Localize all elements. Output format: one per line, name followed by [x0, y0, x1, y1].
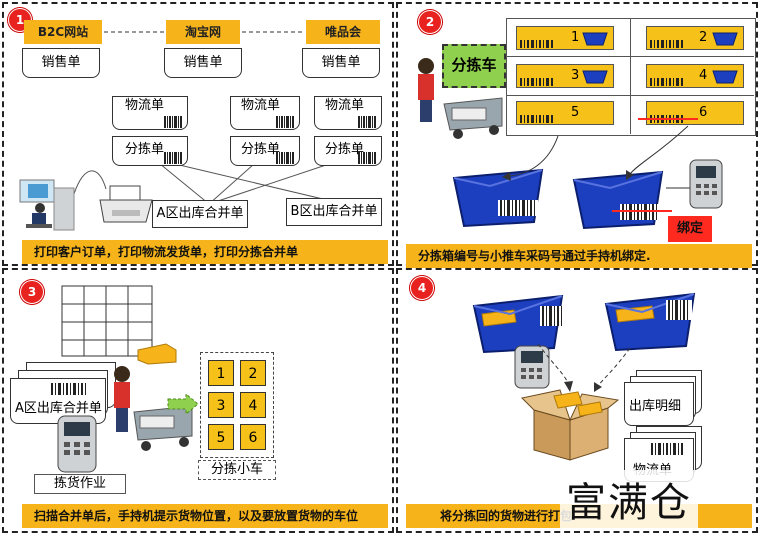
logistics-doc-3-label: 物流单 [325, 98, 365, 113]
handheld-scanner-icon [689, 159, 723, 209]
merge-doc-a: A区出库合并单 [152, 200, 248, 228]
bin-icon [582, 70, 608, 84]
step-badge-2: 2 [418, 10, 442, 34]
cart-cell-4: 4 [240, 392, 266, 418]
cart-cell-2: 2 [240, 360, 266, 386]
barcode-icon [620, 204, 660, 220]
outbound-detail-doc: 出库明细 [624, 382, 694, 426]
slot-number: 3 [571, 68, 580, 83]
outbound-detail-label: 出库明细 [629, 399, 682, 414]
sorting-cart-tag: 分拣车 [442, 44, 506, 88]
office-worker-icon [19, 179, 75, 231]
barcode-icon [666, 300, 692, 320]
cart-cell-1: 1 [208, 360, 234, 386]
bind-label: 绑定 [668, 216, 712, 242]
barcode-icon [520, 40, 553, 48]
barcode-icon [650, 40, 683, 48]
channel-vipshop: 唯品会 [306, 20, 380, 44]
cart-cell-5: 5 [208, 424, 234, 450]
slot-number: 2 [699, 30, 708, 45]
barcode-icon [358, 116, 376, 128]
sorting-doc-3-label: 分拣单 [325, 142, 365, 157]
scan-line [612, 210, 672, 212]
handheld-scanner-icon [57, 415, 97, 473]
barcode-icon [51, 383, 86, 395]
quadrant-2: 2 1 2 3 4 5 6 分拣车 [396, 2, 758, 268]
barcode-icon [164, 116, 182, 128]
q4-arrows [537, 343, 631, 392]
sorting-doc-2-label: 分拣单 [241, 142, 281, 157]
barcode-icon [651, 443, 683, 455]
caption-step-3: 扫描合并单后，手持机提示货物位置，以及要放置货物的车位 [22, 504, 388, 528]
barcode-icon [650, 78, 683, 86]
sorting-doc-1-label: 分拣单 [125, 142, 165, 157]
package-icon [137, 343, 177, 365]
barcode-icon [520, 115, 553, 123]
merge-doc-a: A区出库合并单 [10, 378, 106, 424]
cart-cell-6: 6 [240, 424, 266, 450]
handheld-scanner-icon [514, 345, 550, 389]
shipping-box-icon [520, 389, 620, 461]
barcode-icon [520, 78, 553, 86]
bin-icon [582, 32, 608, 46]
merge-doc-b: B区出库合并单 [286, 198, 382, 226]
slot-number: 5 [571, 105, 580, 120]
barcode-icon [276, 116, 294, 128]
sales-doc-1: 销售单 [22, 48, 100, 78]
q2-arrows [502, 125, 698, 192]
barcode-icon [498, 200, 538, 216]
warehouse-rack-icon [61, 285, 153, 357]
barcode-icon [358, 152, 376, 164]
scan-line [638, 118, 698, 120]
sorting-cart-caption: 分拣小车 [198, 460, 276, 480]
worker-with-cart-icon [114, 366, 193, 451]
cart-cell-3: 3 [208, 392, 234, 418]
slot-number: 4 [699, 68, 708, 83]
logistics-doc-3: 物流单 [314, 96, 382, 130]
sales-doc-2: 销售单 [164, 48, 242, 78]
merge-doc-a-label: A区出库合并单 [15, 401, 102, 416]
logistics-doc-2-label: 物流单 [241, 98, 281, 113]
barcode-icon [540, 306, 566, 326]
bin-icon [712, 70, 738, 84]
brand-watermark: 富满仓 [560, 470, 698, 528]
picking-operation-label: 拣货作业 [34, 474, 126, 494]
slot-number: 6 [699, 105, 708, 120]
logistics-doc-1-label: 物流单 [125, 98, 165, 113]
step-badge-4: 4 [410, 276, 434, 300]
sorting-cart-grid [200, 352, 274, 458]
shelf-divider [506, 95, 754, 96]
arrow-right-icon [167, 394, 199, 414]
quadrant-1: 1 B2C网站 淘宝网 唯品会 销售单 销售单 销售单 物流单 物流单 物流单 … [2, 2, 394, 266]
barcode-icon [276, 152, 294, 164]
caption-step-1: 打印客户订单，打印物流发货单，打印分拣合并单 [22, 240, 388, 264]
caption-step-2: 分拣箱编号与小推车采码号通过手持机绑定. [406, 244, 752, 268]
channel-b2c: B2C网站 [24, 20, 102, 44]
printer-icon [99, 185, 153, 223]
sorting-doc-3: 分拣单 [314, 136, 382, 166]
quadrant-3: 3 A区出库合并单 拣货作业 [2, 268, 394, 533]
bin-icon [712, 32, 738, 46]
channel-taobao: 淘宝网 [166, 20, 240, 44]
shelf-divider [506, 56, 754, 57]
slot-number: 1 [571, 30, 580, 45]
shelf-divider [630, 18, 631, 134]
sales-doc-3: 销售单 [302, 48, 380, 78]
cart-shelf [506, 18, 756, 136]
q1-connectors [73, 31, 345, 205]
worker-with-cart-icon [418, 58, 503, 139]
barcode-icon [164, 152, 182, 164]
step-badge-3: 3 [20, 280, 44, 304]
